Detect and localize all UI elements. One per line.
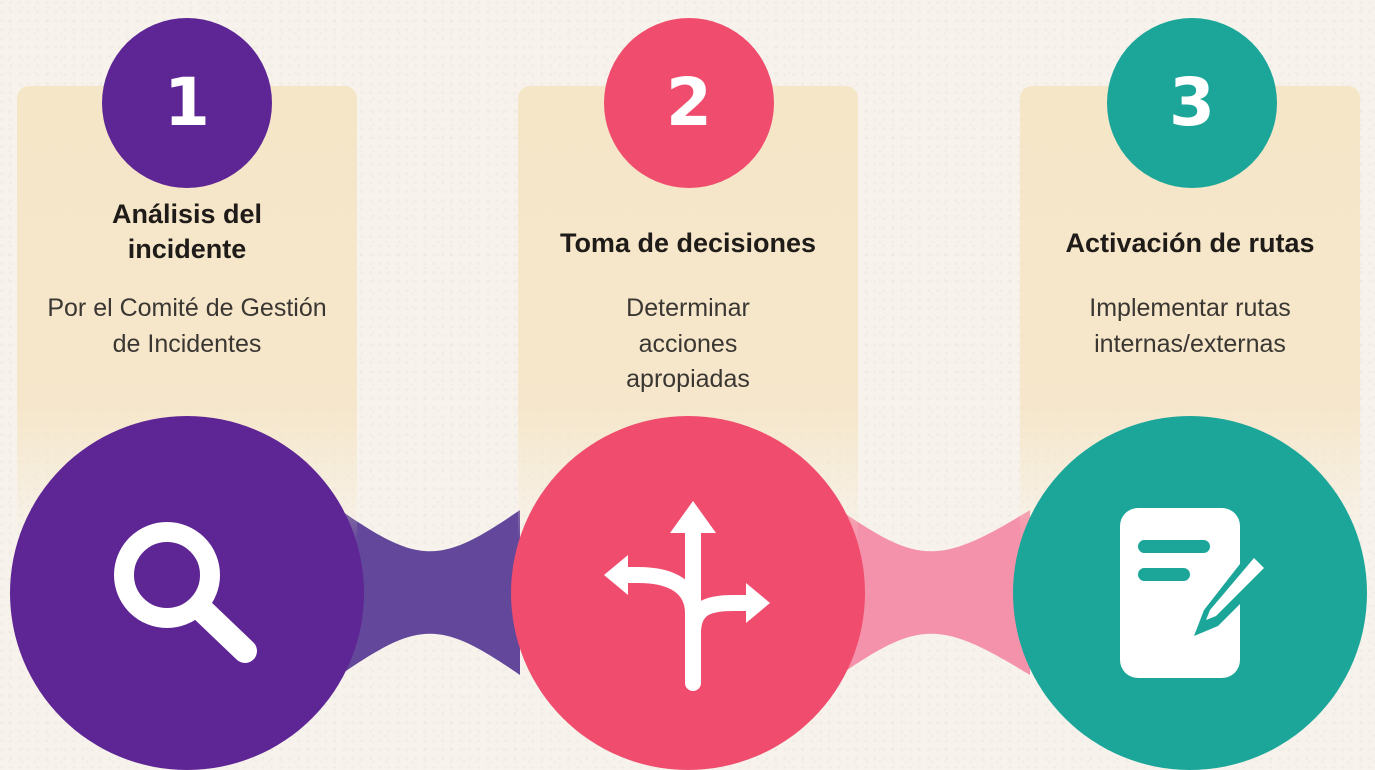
- step-1-number-badge: 1: [102, 18, 272, 188]
- connector-2-3: [840, 510, 1030, 675]
- connector-1-2: [340, 510, 520, 675]
- step-3-number-badge: 3: [1107, 18, 1277, 188]
- step-3-title: Activación de rutas: [1065, 228, 1315, 258]
- step-2-description: Determinar acciones apropiadas: [626, 294, 750, 393]
- step-1-title: Análisis del incidente: [111, 199, 263, 265]
- step-2-icon-circle: [511, 416, 865, 770]
- search-icon: [114, 522, 257, 663]
- step-2-number-badge: 2: [604, 18, 774, 188]
- step-2-title: Toma de decisiones: [559, 228, 817, 258]
- edit-document-icon: [1120, 508, 1276, 678]
- step-3-description: Implementar rutas internas/externas: [1089, 294, 1291, 358]
- split-arrows-icon: [604, 501, 770, 691]
- step-3-icon-circle: [1013, 416, 1367, 770]
- step-1-description: Por el Comité de Gestión de Incidentes: [47, 294, 327, 358]
- step-1-icon-circle: [10, 416, 364, 770]
